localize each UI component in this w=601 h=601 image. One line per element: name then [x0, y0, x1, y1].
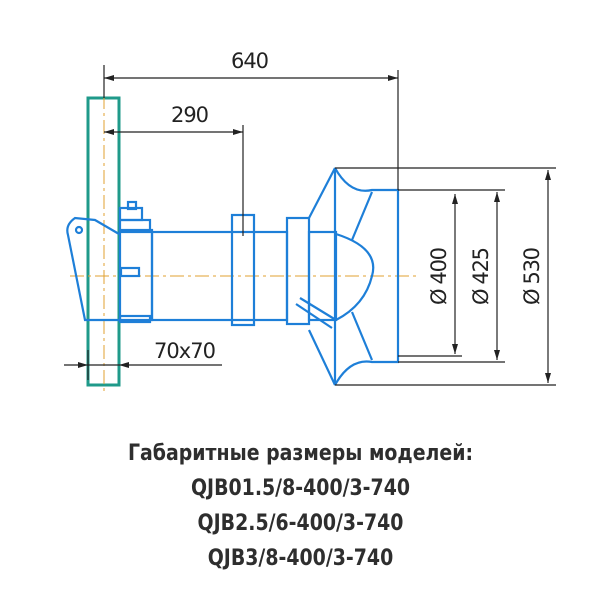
caption: Габаритные размеры моделей: QJB01.5/8-40…	[0, 436, 601, 576]
dim-290: 290	[171, 103, 209, 127]
mixer-body	[66, 167, 400, 386]
dim-d425: Ø 425	[469, 247, 493, 305]
caption-title: Габаритные размеры моделей:	[127, 441, 474, 466]
dimension-lines	[64, 65, 556, 386]
dim-d530: Ø 530	[520, 247, 544, 305]
model-name: QJB2.5/6-400/3-740	[197, 511, 404, 536]
model-name: QJB01.5/8-400/3-740	[190, 476, 411, 501]
dim-640: 640	[231, 49, 269, 73]
seal-ring	[285, 216, 311, 326]
mounting-bracket	[66, 216, 120, 322]
dim-d400: Ø 400	[427, 247, 451, 305]
nozzle	[334, 167, 400, 386]
pole	[86, 96, 121, 387]
model-name: QJB3/8-400/3-740	[207, 546, 394, 571]
dim-70x70: 70x70	[154, 339, 216, 363]
hub	[335, 232, 375, 321]
